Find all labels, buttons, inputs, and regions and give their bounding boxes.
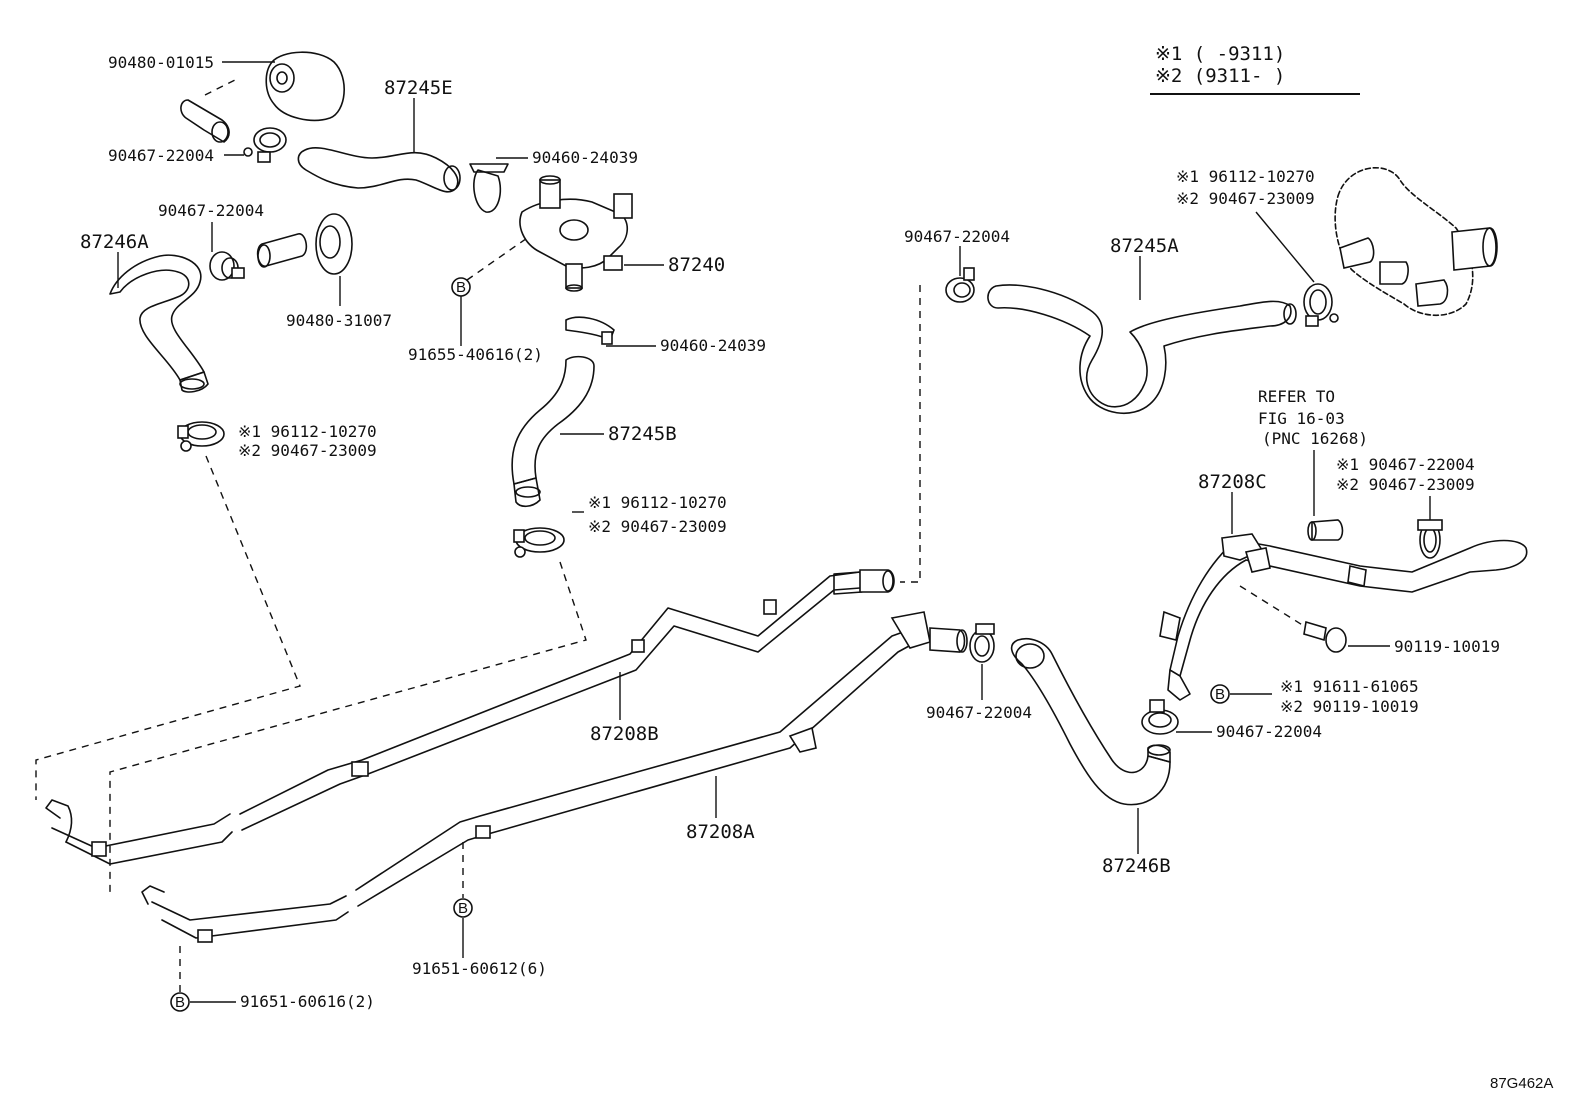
pipe-87208A[interactable]	[141, 611, 968, 943]
clamp-A[interactable]	[177, 421, 225, 452]
label-clampA-2: ※2 90467-23009	[238, 441, 377, 460]
label-90467-22004-mid: 90467-22004	[158, 201, 264, 220]
label-90460-24039-bottom: 90460-24039	[660, 336, 766, 355]
pipe-stub-top-left	[180, 79, 236, 143]
label-clampB-1: ※1 96112-10270	[588, 493, 727, 512]
hose-87245E[interactable]	[297, 146, 461, 193]
hose-87246A[interactable]	[109, 254, 209, 393]
pipe-87208B[interactable]	[45, 569, 895, 865]
label-87246A: 87246A	[80, 231, 149, 253]
clamp-90467-22004-top[interactable]	[243, 127, 287, 163]
bolt-90119-10019[interactable]	[1303, 620, 1347, 653]
clamp-C[interactable]	[1303, 283, 1339, 327]
legend-line-2: ※2 (9311- )	[1155, 65, 1285, 87]
label-87208C: 87208C	[1198, 471, 1267, 493]
label-87208B: 87208B	[590, 723, 659, 745]
label-90467-22004-top: 90467-22004	[108, 146, 214, 165]
label-90119-10019: 90119-10019	[1394, 637, 1500, 656]
pipe-stub-mid	[256, 233, 308, 268]
bolt-91651-60616[interactable]: B	[170, 992, 190, 1012]
label-90467-22004-right: 90467-22004	[904, 227, 1010, 246]
dash-bolt-to-valve	[466, 235, 531, 281]
label-87245B: 87245B	[608, 423, 677, 445]
label-87240: 87240	[668, 254, 725, 276]
refer-line-2: FIG 16-03	[1258, 409, 1345, 428]
label-91655-40616: 91655-40616(2)	[408, 345, 543, 364]
label-90467-22004-lowright: 90467-22004	[1216, 722, 1322, 741]
clip-90460-24039-bottom[interactable]	[565, 316, 615, 345]
label-87245A: 87245A	[1110, 235, 1179, 257]
clamp-90467-22004-lowright[interactable]	[1141, 699, 1179, 735]
dash-clampB-to-pipe	[109, 561, 587, 892]
clamp-90467-22004-right[interactable]	[945, 267, 975, 303]
water-valve-87240[interactable]	[519, 175, 633, 292]
bolt-letter-2: B	[458, 900, 468, 917]
label-boltB-1: ※1 91611-61065	[1280, 677, 1419, 696]
legend-line-1: ※1 ( -9311)	[1155, 43, 1285, 65]
bolt-letter-3: B	[175, 994, 185, 1011]
label-90467-22004-lowmid: 90467-22004	[926, 703, 1032, 722]
pipe-87208C[interactable]	[1159, 533, 1528, 701]
grommet-90480-01015[interactable]	[265, 51, 345, 122]
label-clampC-2: ※2 90467-23009	[1176, 189, 1315, 208]
clamp-B[interactable]	[513, 527, 565, 558]
figure-code: 87G462A	[1490, 1075, 1553, 1092]
label-boltB-2: ※2 90119-10019	[1280, 697, 1419, 716]
bolt-B-right[interactable]: B	[1210, 684, 1230, 704]
clip-90460-24039-top[interactable]	[469, 163, 509, 213]
legend: ※1 ( -9311) ※2 (9311- )	[1150, 43, 1360, 95]
refer-line-3: (PNC 16268)	[1262, 429, 1368, 448]
grommet-90480-31007[interactable]	[315, 213, 353, 275]
dash-bolt-90119	[1239, 585, 1305, 627]
clamp-90467-22004-mid[interactable]	[209, 251, 245, 281]
label-clampC-1: ※1 96112-10270	[1176, 167, 1315, 186]
bolt-91651-60612[interactable]: B	[453, 898, 473, 918]
bolt-letter: B	[456, 279, 466, 296]
refer-line-1: REFER TO	[1258, 387, 1335, 406]
label-clampD-1: ※1 90467-22004	[1336, 455, 1475, 474]
label-91651-60612: 91651-60612(6)	[412, 959, 547, 978]
clamp-D[interactable]	[1417, 519, 1443, 559]
label-90480-01015: 90480-01015	[108, 53, 214, 72]
label-90460-24039-top: 90460-24039	[532, 148, 638, 167]
hose-87245A[interactable]	[987, 284, 1297, 414]
heater-outlet-fitting	[1334, 166, 1498, 316]
bolt-91655-40616[interactable]: B	[451, 277, 471, 297]
label-clampB-2: ※2 90467-23009	[588, 517, 727, 536]
label-clampD-2: ※2 90467-23009	[1336, 475, 1475, 494]
dash-clampA-to-pipe	[35, 455, 301, 800]
label-clampA-1: ※1 96112-10270	[238, 422, 377, 441]
hose-87245B[interactable]	[511, 355, 595, 508]
leader-clampC	[1255, 211, 1315, 283]
hose-87246B[interactable]	[1010, 638, 1171, 806]
label-90480-31007: 90480-31007	[286, 311, 392, 330]
pipe-stub-refer	[1307, 519, 1344, 541]
label-91651-60616: 91651-60616(2)	[240, 992, 375, 1011]
label-87245E: 87245E	[384, 77, 453, 99]
label-87246B: 87246B	[1102, 855, 1171, 877]
label-87208A: 87208A	[686, 821, 755, 843]
clamp-90467-22004-lowmid[interactable]	[969, 623, 995, 663]
dash-right-clamp	[900, 285, 921, 583]
bolt-letter-4: B	[1215, 686, 1225, 703]
